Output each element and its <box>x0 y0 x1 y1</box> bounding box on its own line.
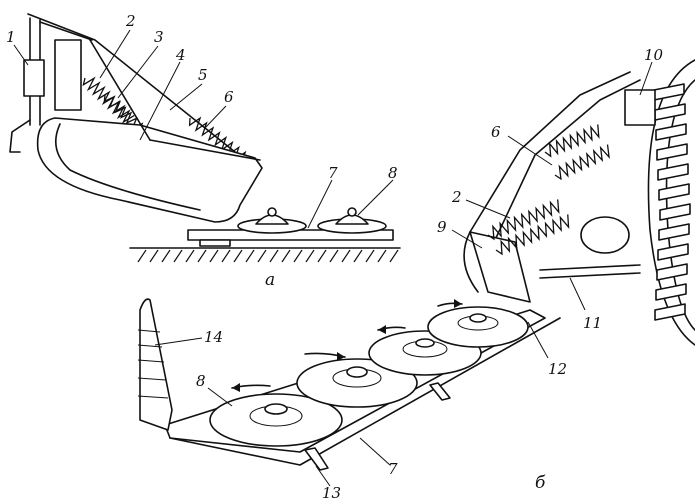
disc-a-1 <box>237 207 307 234</box>
rotation-arrowhead-4 <box>454 299 462 308</box>
spring-b-2-second <box>495 214 570 256</box>
housing-plate-9 <box>469 231 531 303</box>
upper-bar <box>39 21 93 41</box>
tractor-tire-outer <box>647 59 695 346</box>
plate-curve <box>463 231 479 293</box>
end-guard-14 <box>139 298 173 431</box>
label-b-2: 2 <box>451 188 462 206</box>
spring-b-6 <box>544 124 600 158</box>
label-a-3: 3 <box>154 28 164 46</box>
label-a-8: 8 <box>388 164 398 182</box>
bar-skid <box>199 239 231 247</box>
label-b-10: 10 <box>644 46 664 64</box>
caption-b: б <box>535 473 546 493</box>
label-a-5: 5 <box>198 66 208 84</box>
gearbox <box>580 216 630 254</box>
cutter-beam-bottom <box>169 317 561 466</box>
upper-link <box>27 13 246 161</box>
frame-upper-b <box>469 71 631 233</box>
disc-b-4 <box>427 306 529 348</box>
rod-3 <box>89 39 151 141</box>
spring-2 <box>82 76 135 124</box>
frame-upper-b2 <box>494 79 641 241</box>
label-b-14: 14 <box>204 328 223 346</box>
frame-plate <box>54 39 82 111</box>
rotation-arrowhead-1 <box>232 383 240 392</box>
label-a-1: 1 <box>6 28 16 46</box>
disc-a-2 <box>317 207 387 234</box>
drive-shaft-11b <box>539 272 641 279</box>
tire-tread <box>653 83 691 321</box>
label-b-13: 13 <box>322 484 341 502</box>
bracket-10 <box>624 89 656 126</box>
label-a-4: 4 <box>175 46 186 64</box>
rotation-arrowhead-3 <box>378 325 386 334</box>
label-b-12: 12 <box>548 360 567 378</box>
drive-shaft-11 <box>539 264 641 271</box>
label-a-7: 7 <box>328 164 338 182</box>
spring-b-6-second <box>554 144 610 181</box>
hitch-link <box>9 119 31 153</box>
label-b-9: 9 <box>437 218 447 236</box>
hydraulic-cylinder-1 <box>23 59 45 97</box>
caption-a: а <box>265 270 275 290</box>
label-b-6: 6 <box>491 123 501 141</box>
disc-b-2 <box>296 358 418 408</box>
cutter-housing <box>36 117 263 223</box>
skid-13 <box>304 447 329 471</box>
label-b-11: 11 <box>583 314 602 332</box>
label-a-2: 2 <box>125 12 136 30</box>
label-b-8: 8 <box>196 372 206 390</box>
label-a-6: 6 <box>224 88 234 106</box>
skid-b <box>429 382 451 401</box>
housing-inner-curve <box>54 123 201 211</box>
spring-b-2 <box>487 199 560 241</box>
rotation-arrowhead-2 <box>337 352 345 361</box>
label-b-7: 7 <box>388 460 398 478</box>
rod-5 <box>149 139 261 161</box>
ground-hatching <box>137 249 399 263</box>
view-b-perspective-mower: 6 10 2 9 11 12 14 8 7 13 б <box>137 46 695 502</box>
disc-b-1 <box>209 393 343 447</box>
view-a-side-mower: 1 2 3 4 5 6 7 8 а <box>6 12 401 290</box>
